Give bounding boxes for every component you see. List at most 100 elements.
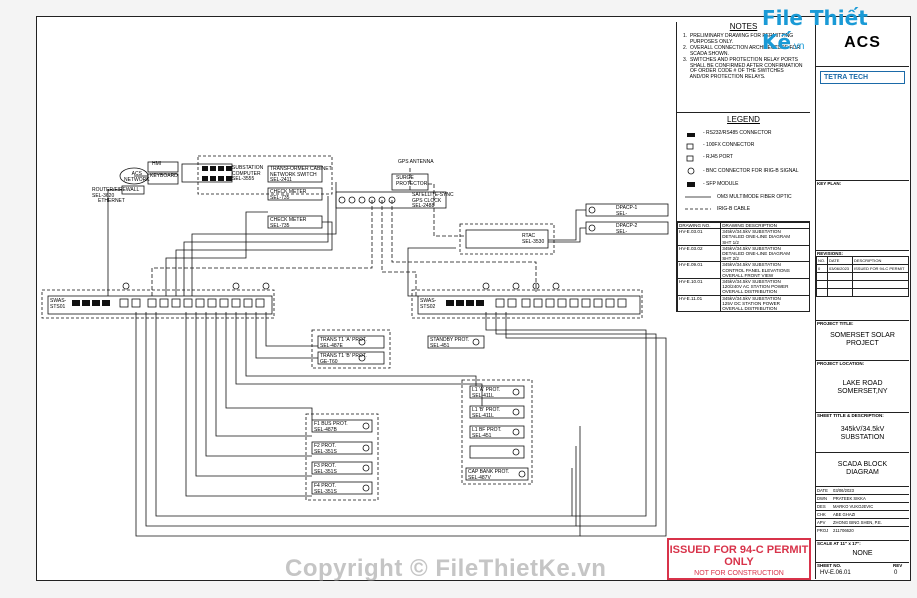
dpacp2-label: DPACP-2 SEL- bbox=[616, 223, 638, 235]
sheet-title: 345kV/34.5kV SUBSTATION bbox=[840, 426, 885, 441]
computer-cabinet bbox=[197, 155, 333, 195]
check-meter-1-label: CHECK METER SEL-735 bbox=[270, 189, 307, 201]
sheet-number: HV-E.06.01 bbox=[820, 570, 851, 576]
legend-panel: LEGEND - RS232/RS485 CONNECTOR - 100FX C… bbox=[676, 112, 810, 221]
ref-no: HV-E.03.02 bbox=[676, 244, 722, 263]
rev-no: 0 bbox=[816, 264, 828, 273]
ref-desc: 345kV/34.5kV SUBSTATION CONTROL PANEL EL… bbox=[720, 261, 810, 280]
engineer-logo: TETRA TECH bbox=[816, 66, 909, 121]
transformer-cab-label: TRANSFORMER CABINET NETWORK SWITCH SEL-2… bbox=[270, 166, 332, 183]
rtac-label: RTAC SEL-3530 bbox=[522, 233, 545, 245]
sheet-no-label: SHEET NO. bbox=[817, 563, 842, 568]
ref-desc: 345kV/34.5kV SUBSTATION DETAILED ONE-LIN… bbox=[720, 244, 810, 263]
project-title-label: PROJECT TITLE: bbox=[817, 321, 854, 326]
project-location: LAKE ROAD SOMERSET,NY bbox=[837, 380, 888, 395]
col-description: DRAWING DESCRIPTION bbox=[720, 221, 810, 230]
switch-b-box bbox=[417, 295, 641, 315]
switch-b-label: SWAS- STS02 bbox=[420, 298, 437, 310]
legend-item-fiber: OM3 MULTIMODE FIBER OPTIC bbox=[717, 194, 792, 200]
router-label: ROUTER/FIREWALL SEL-3620 bbox=[92, 187, 140, 199]
l2-label: L1 'B' PROT. SEL-411L bbox=[472, 407, 501, 419]
rev-col-desc: DESCRIPTION bbox=[852, 256, 909, 265]
scale-value: NONE bbox=[852, 550, 873, 557]
hmi-box bbox=[147, 161, 179, 173]
scada-block-diagram bbox=[41, 155, 669, 537]
date-label: DATE bbox=[816, 487, 832, 495]
key-plan-label: KEY PLAN: bbox=[817, 181, 842, 186]
notes-panel: NOTES 1. PRELIMINARY DRAWING FOR PERMITT… bbox=[676, 22, 810, 112]
project-no-label: PROJ bbox=[817, 528, 829, 533]
note-3: 3. SWITCHES AND PROTECTION RELAY PORTS S… bbox=[683, 57, 803, 80]
trans-t1-label: TRANS T1 'A' PROT. SEL-487E bbox=[320, 337, 367, 349]
legend-item-irig: IRIG-B CABLE bbox=[717, 206, 751, 212]
rtac-box bbox=[465, 229, 549, 249]
site-logo-suffix: .vn bbox=[791, 41, 805, 52]
trans-t2-label: TRANS T1 'B' PROT. GE-T60 bbox=[320, 353, 367, 365]
rev-date: 03/06/2023 bbox=[827, 264, 853, 273]
keyboard-label: KEYBOARD bbox=[150, 173, 178, 179]
hmi-label: HMI bbox=[152, 161, 162, 167]
f4-label: F4 PROT. SEL-351S bbox=[314, 483, 337, 495]
sheet-description: SCADA BLOCK DIAGRAM bbox=[837, 461, 888, 476]
ref-desc: 345kV/34.5kV SUBSTATION DETAILED ONE-LIN… bbox=[720, 228, 810, 246]
copyright-watermark: Copyright © FileThietKe.vn bbox=[285, 555, 607, 582]
revision-number: 0 bbox=[894, 570, 898, 576]
legend-item-rj45: - RJ45 PORT bbox=[703, 154, 733, 160]
transformer-cab-box bbox=[267, 165, 323, 183]
ref-no: HV-E.09.01 bbox=[676, 261, 722, 280]
project-no-value: 211706620 bbox=[833, 528, 854, 533]
gps-antenna-label: GPS ANTENNA bbox=[398, 159, 434, 165]
drawn-label: DWN bbox=[816, 494, 832, 503]
rev-desc: ISSUED FOR 94-C PERMIT bbox=[852, 264, 909, 273]
ref-desc: 345kV/34.5kV SUBSTATION 120/240V AC STAT… bbox=[720, 278, 810, 296]
f2-label: F2 PROT. SEL-351S bbox=[314, 443, 337, 455]
computer-label: SUBSTATION COMPUTER SEL-3555 bbox=[232, 165, 264, 182]
rev-col-no: NO. bbox=[816, 256, 828, 265]
network-label: ACS NETWORK bbox=[124, 171, 150, 183]
col-drawing-no: DRAWING NO. bbox=[676, 221, 722, 230]
check-meter-1-box bbox=[267, 187, 323, 201]
switch-a-box bbox=[47, 295, 273, 315]
ref-no: HV-E.03.01 bbox=[676, 228, 722, 246]
legend-item-sfp: - SFP MODULE bbox=[703, 181, 739, 187]
sheet-title-label: SHEET TITLE & DESCRIPTION: bbox=[817, 413, 884, 418]
drawn-value: PRATEEK SIKKA bbox=[832, 494, 909, 503]
f3-label: F3 PROT. SEL-351S bbox=[314, 463, 337, 475]
rev-col-date: DATE bbox=[827, 256, 853, 265]
note-1: 1. PRELIMINARY DRAWING FOR PERMITTING PU… bbox=[683, 33, 794, 45]
checked-value: ABE GHAZI bbox=[832, 510, 909, 519]
cap-label: CAP BANK PROT. SEL-487V bbox=[468, 469, 510, 481]
trans-t1-box bbox=[317, 335, 385, 349]
legend-title: LEGEND bbox=[727, 115, 760, 124]
check-meter-2-label: CHECK METER SEL-735 bbox=[270, 217, 307, 229]
ref-desc: 345kV/34.5kV SUBSTATION 125V DC STATION … bbox=[720, 294, 810, 313]
project-title: SOMERSET SOLAR PROJECT bbox=[830, 332, 895, 347]
note-2: 2. OVERALL CONNECTION ARCHITECTURE FOR S… bbox=[683, 45, 801, 57]
scale-label: SCALE AT 11" x 17": bbox=[817, 541, 861, 546]
stamp-line-2: NOT FOR CONSTRUCTION bbox=[694, 570, 784, 577]
drawing-references-table: DRAWING NO. DRAWING DESCRIPTION HV-E.03.… bbox=[676, 221, 810, 313]
revisions-label: REVISIONS: bbox=[817, 251, 844, 256]
standby-label: STANDBY PROT. SEL-451 bbox=[430, 337, 470, 349]
computer-box bbox=[181, 163, 233, 183]
surge-label: SURGE PROTECTOR bbox=[396, 175, 428, 187]
designed-value: MARKO VUKOJEVIC bbox=[832, 502, 909, 511]
l1-label: L1 'A' PROT. SEL-411L bbox=[472, 387, 501, 399]
rev-label: REV bbox=[893, 563, 903, 568]
checked-label: CHK bbox=[816, 510, 832, 519]
notes-title: NOTES bbox=[729, 22, 758, 31]
site-logo-name: File Thiết Kế bbox=[762, 6, 868, 54]
legend-item-rs232: - RS232/RS485 CONNECTOR bbox=[703, 130, 772, 136]
date-value: 03/06/2023 bbox=[832, 487, 909, 495]
company-logo: ACS bbox=[816, 22, 909, 66]
stamp-line-1: ISSUED FOR 94-C PERMIT ONLY bbox=[669, 544, 809, 568]
f1-label: F1 BUS PROT. SEL-487B bbox=[314, 421, 348, 433]
permit-stamp: ISSUED FOR 94-C PERMIT ONLY NOT FOR CONS… bbox=[667, 538, 811, 580]
site-logo: File Thiết Kế.vn bbox=[762, 6, 892, 54]
ref-no: HV-E.11.01 bbox=[676, 294, 722, 313]
approved-label: APV bbox=[816, 518, 832, 527]
gps-clock-label: SATELLITE-SYNC GPS CLOCK SEL-2488 bbox=[412, 192, 454, 209]
designed-label: DES bbox=[816, 502, 832, 511]
legend-item-bnc: - BNC CONNECTOR FOR IRIG-B SIGNAL bbox=[703, 168, 799, 174]
